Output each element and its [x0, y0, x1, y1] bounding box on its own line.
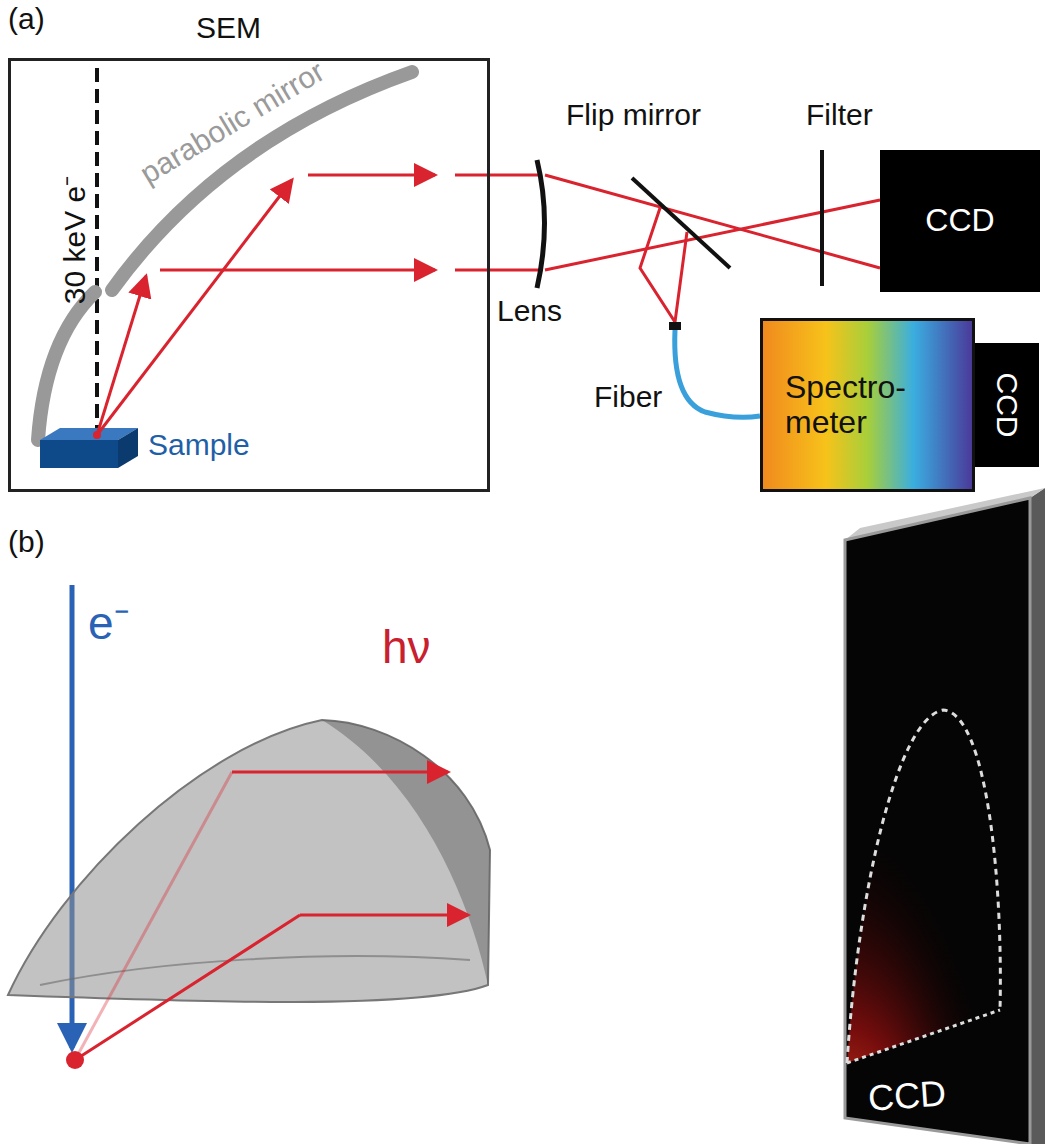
panel-letter: (b)	[8, 525, 45, 558]
ccd-camera: CCD	[975, 343, 1039, 467]
spectrometer-box: Spectro- meter	[760, 318, 975, 492]
lens	[537, 160, 545, 288]
ccd-panel-outline	[838, 488, 1045, 1144]
node-text: CCD	[867, 1073, 948, 1118]
lens-label: Lens	[497, 294, 562, 327]
emission-spot	[93, 431, 101, 439]
node-text: Spectro- meter	[785, 370, 935, 440]
flip-mirror	[632, 178, 730, 268]
flip-mirror-label: Flip mirror	[566, 98, 701, 131]
beam-label: 30 keV e⁻	[58, 176, 91, 304]
fiber-tip	[669, 322, 681, 330]
node-text: SEM	[196, 11, 261, 44]
ccd-camera: CCD	[880, 150, 1040, 292]
panel-letter: (a)	[8, 2, 45, 35]
node-text: CCD	[925, 203, 994, 238]
light-rays	[75, 772, 468, 1060]
filter	[820, 150, 824, 286]
paraboloid-mirror	[8, 720, 490, 1002]
filter-label: Filter	[806, 98, 873, 131]
node-text: CCD	[991, 373, 1024, 438]
sample-block	[40, 428, 138, 468]
electron-beam	[95, 68, 99, 432]
fiber-label: Fiber	[594, 380, 662, 413]
ccd-sensor-panel: CCD	[838, 488, 1045, 1144]
emission-spot	[66, 1051, 84, 1069]
sample-label: Sample	[148, 428, 250, 461]
optical-fiber	[675, 330, 760, 417]
electron-symbol: e⁻	[88, 598, 130, 649]
photon-symbol: hν	[382, 622, 431, 673]
parabolic-mirror	[38, 292, 95, 440]
